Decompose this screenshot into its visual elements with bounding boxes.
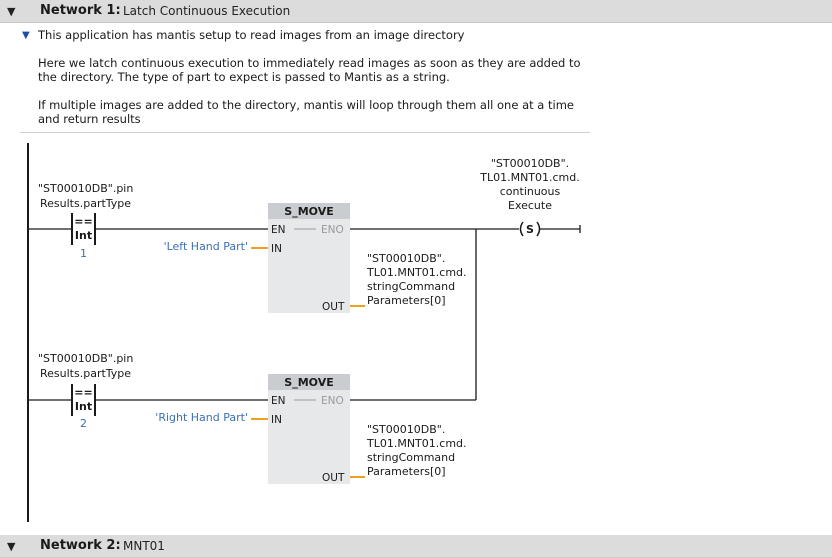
pin-out: OUT bbox=[322, 301, 345, 313]
network-2-header[interactable]: ▼ Network 2: MNT01 bbox=[0, 535, 832, 558]
out-tag-line4: Parameters[0] bbox=[367, 465, 446, 478]
contact-tag-line2: Results.partType bbox=[40, 367, 131, 380]
in-value: 'Left Hand Part' bbox=[164, 240, 248, 253]
contact-tag-line1: "ST00010DB".pin bbox=[38, 352, 133, 365]
contact-op: == bbox=[74, 386, 92, 399]
coil-tag-line2: TL01.MNT01.cmd. bbox=[479, 171, 580, 184]
rung-2: "ST00010DB".pin Results.partType == Int … bbox=[28, 352, 476, 484]
block-title: S_MOVE bbox=[284, 205, 333, 218]
contact-value: 1 bbox=[80, 247, 87, 260]
contact-tag-line2: Results.partType bbox=[40, 197, 131, 210]
network-title[interactable]: Latch Continuous Execution bbox=[123, 4, 291, 18]
block-title: S_MOVE bbox=[284, 376, 333, 389]
pin-in: IN bbox=[271, 243, 282, 255]
out-tag-line4: Parameters[0] bbox=[367, 294, 446, 307]
s-move-block-1[interactable]: S_MOVE EN ENO IN OUT bbox=[268, 203, 350, 313]
out-tag-line3: stringCommand bbox=[367, 280, 455, 293]
coil-tag-line3: continuous bbox=[500, 185, 561, 198]
coil-symbol: S bbox=[526, 223, 534, 236]
rung-1: "ST00010DB".pin Results.partType == Int … bbox=[28, 157, 581, 313]
out-tag-line2: TL01.MNT01.cmd. bbox=[366, 437, 467, 450]
coil-tag-line1: "ST00010DB". bbox=[491, 157, 569, 170]
network-number: Network 1: bbox=[40, 3, 121, 18]
network-comment[interactable]: ▼ This application has mantis setup to r… bbox=[20, 26, 590, 133]
contact-value: 2 bbox=[80, 417, 87, 430]
network-title[interactable]: MNT01 bbox=[123, 539, 165, 553]
contact-tag-line1: "ST00010DB".pin bbox=[38, 182, 133, 195]
comment-toggle-icon[interactable]: ▼ bbox=[22, 30, 30, 41]
pin-eno: ENO bbox=[321, 224, 344, 236]
comment-paragraph-3: If multiple images are added to the dire… bbox=[38, 98, 574, 126]
pin-in: IN bbox=[271, 414, 282, 426]
out-tag-line3: stringCommand bbox=[367, 451, 455, 464]
coil-tag-line4: Execute bbox=[508, 199, 552, 212]
contact-op: == bbox=[74, 215, 92, 228]
comment-line-1: This application has mantis setup to rea… bbox=[38, 28, 465, 42]
pin-eno: ENO bbox=[321, 395, 344, 407]
pin-en: EN bbox=[271, 224, 286, 236]
pin-out: OUT bbox=[322, 472, 345, 484]
collapse-triangle-icon[interactable]: ▼ bbox=[7, 540, 16, 553]
comment-paragraph-2: Here we latch continuous execution to im… bbox=[38, 56, 581, 84]
in-value: 'Right Hand Part' bbox=[155, 411, 248, 424]
collapse-triangle-icon[interactable]: ▼ bbox=[7, 5, 16, 18]
set-coil[interactable]: S bbox=[519, 221, 541, 237]
network-number: Network 2: bbox=[40, 538, 121, 553]
out-tag-line2: TL01.MNT01.cmd. bbox=[366, 266, 467, 279]
out-tag-line1: "ST00010DB". bbox=[367, 252, 445, 265]
out-tag-line1: "ST00010DB". bbox=[367, 423, 445, 436]
pin-en: EN bbox=[271, 395, 286, 407]
network-1-header[interactable]: ▼ Network 1: Latch Continuous Execution bbox=[0, 0, 832, 23]
contact-type: Int bbox=[75, 400, 92, 413]
contact-type: Int bbox=[75, 229, 92, 242]
s-move-block-2[interactable]: S_MOVE EN ENO IN OUT bbox=[268, 374, 350, 484]
